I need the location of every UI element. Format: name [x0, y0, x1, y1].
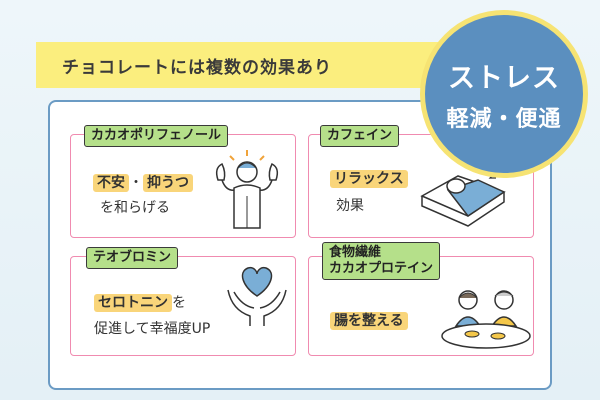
card1-line1: 不安・抑うつ [93, 172, 193, 194]
card-label-caffeine: カフェイン [320, 125, 400, 147]
card4-label-line2: カカオプロテイン [329, 261, 434, 276]
card-label-cacao-polyphenol: カカオポリフェノール [84, 125, 229, 147]
card1-line2: を和らげる [100, 200, 170, 216]
card3-line2: 促進して幸福度UP [94, 321, 211, 337]
highlight-relax: リラックス [330, 170, 408, 188]
card4-label-line1: 食物繊維 [329, 245, 382, 260]
highlight-anxiety: 不安 [93, 174, 129, 192]
card3-particle: を [172, 295, 186, 311]
badge-line2: 軽減・便通 [446, 106, 562, 132]
title-banner: チョコレートには複数の効果あり [36, 42, 474, 88]
stress-badge: ストレス 軽減・便通 [420, 10, 588, 178]
sleeping-person-icon [420, 171, 506, 227]
highlight-serotonin: セロトニン [94, 294, 172, 312]
title-text: チョコレートには複数の効果あり [62, 57, 332, 78]
card-label-dietary-fiber: 食物繊維 カカオプロテイン [322, 242, 441, 280]
card-label-theobromine: テオブロミン [86, 247, 179, 269]
card3-line1: セロトニンを [94, 292, 186, 314]
highlight-intestine: 腸を整える [330, 312, 408, 330]
strong-man-icon [215, 150, 279, 229]
badge-line1: ストレス [448, 62, 560, 94]
heart-hands-icon [227, 266, 287, 326]
card2-line1: リラックス [330, 168, 408, 190]
card2-line2: 効果 [336, 198, 364, 214]
card4-line1: 腸を整える [330, 310, 408, 332]
card1-sep: ・ [129, 175, 143, 191]
highlight-depression: 抑うつ [143, 174, 193, 192]
family-meal-icon [441, 290, 531, 349]
